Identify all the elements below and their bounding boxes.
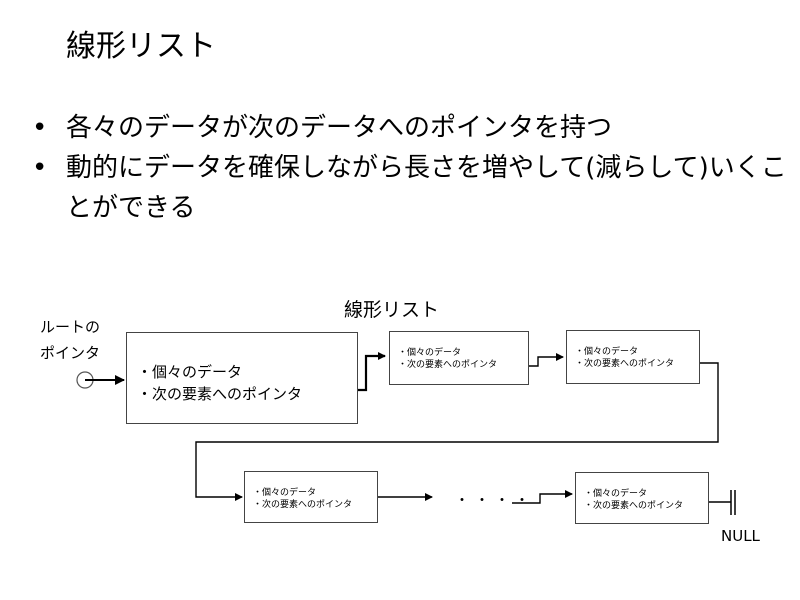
slide-title: 線形リスト (66, 29, 216, 64)
node-content: ・個々のデータ ・次の要素へのポインタ (137, 361, 302, 405)
node-content: ・個々のデータ ・次の要素へのポインタ (584, 488, 683, 512)
node-data-line: ・個々のデータ (398, 348, 462, 358)
node-pointer-line: ・次の要素へのポインタ (575, 359, 675, 369)
root-pointer-label-line1: ルートの (40, 318, 101, 336)
node-pointer-line: ・次の要素へのポインタ (584, 501, 684, 511)
diagram-title: 線形リスト (344, 299, 440, 321)
node-pointer-line: ・次の要素へのポインタ (253, 500, 353, 510)
root-pointer-circle (76, 371, 94, 389)
node-data-line: ・個々のデータ (253, 488, 317, 498)
node-data-line: ・個々のデータ (137, 363, 243, 381)
node-data-line: ・個々のデータ (575, 347, 639, 357)
bullet-marker: • (32, 113, 48, 143)
list-node-fourth: ・個々のデータ ・次の要素へのポインタ (244, 471, 378, 523)
node-content: ・個々のデータ ・次の要素へのポインタ (253, 487, 352, 511)
node-content: ・個々のデータ ・次の要素へのポインタ (398, 347, 497, 371)
bullet-text: 動的にデータを確保しながら長さを増やして(減らして)いくことができる (66, 153, 787, 223)
node-content: ・個々のデータ ・次の要素へのポインタ (575, 346, 674, 370)
list-node-last: ・個々のデータ ・次の要素へのポインタ (575, 472, 709, 524)
bullet-item: • 動的にデータを確保しながら長さを増やして(減らして)いくことができる (30, 148, 790, 228)
node-pointer-line: ・次の要素へのポインタ (137, 385, 303, 403)
list-node-third: ・個々のデータ ・次の要素へのポインタ (566, 330, 700, 384)
bullet-item: • 各々のデータが次のデータへのポインタを持つ (30, 108, 790, 148)
bullet-list: • 各々のデータが次のデータへのポインタを持つ • 動的にデータを確保しながら長… (30, 108, 790, 228)
list-node-first: ・個々のデータ ・次の要素へのポインタ (126, 332, 358, 424)
root-pointer-label-line2: ポインタ (40, 344, 101, 362)
bullet-marker: • (32, 153, 48, 183)
ellipsis: ・・・・ (455, 493, 535, 509)
list-node-second: ・個々のデータ ・次の要素へのポインタ (389, 331, 529, 385)
node-pointer-line: ・次の要素へのポインタ (398, 360, 498, 370)
bullet-text: 各々のデータが次のデータへのポインタを持つ (66, 113, 613, 143)
null-label: NULL (721, 527, 760, 545)
node-data-line: ・個々のデータ (584, 489, 648, 499)
root-pointer-label: ルートの ポインタ (40, 314, 100, 366)
